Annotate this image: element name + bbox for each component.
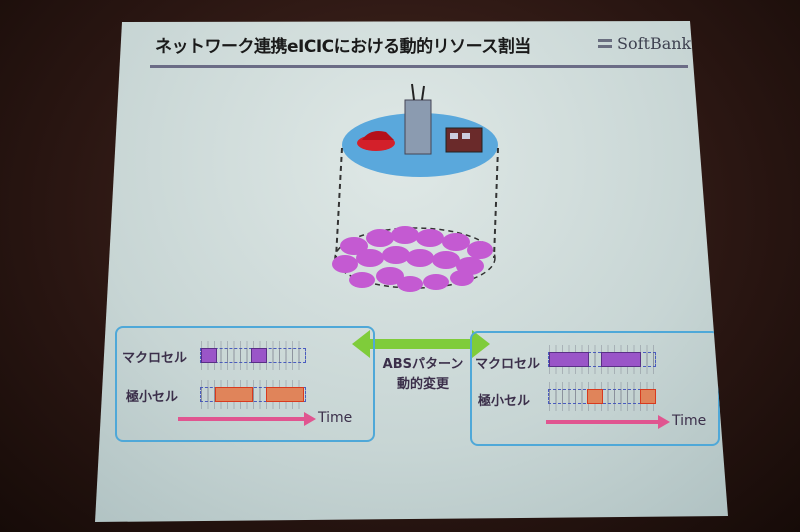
small-cell-subframe bbox=[215, 387, 253, 402]
time-arrow-icon bbox=[546, 415, 670, 429]
small-cell-subframe bbox=[640, 389, 656, 404]
macro-subframe bbox=[251, 348, 267, 363]
time-label: Time bbox=[672, 413, 707, 429]
title-divider bbox=[150, 65, 688, 68]
small-cell-subframe bbox=[587, 389, 603, 404]
small-cell-label: 極小セル bbox=[478, 394, 531, 409]
macro-subframe bbox=[601, 352, 641, 367]
time-label: Time bbox=[318, 410, 353, 426]
train-icon bbox=[445, 127, 483, 153]
time-arrow-icon bbox=[178, 412, 316, 426]
softbank-logo: SoftBank bbox=[598, 34, 691, 53]
macro-timeline bbox=[548, 345, 656, 374]
macro-subframe bbox=[201, 348, 217, 363]
car-icon bbox=[357, 131, 395, 151]
before-timing-panel bbox=[115, 326, 375, 442]
caption-line-2: 動的変更 bbox=[396, 377, 449, 392]
small-cell-label: 極小セル bbox=[126, 390, 179, 405]
small-cell-subframe bbox=[266, 387, 304, 402]
building-icon bbox=[404, 83, 432, 155]
small-cell-timeline bbox=[200, 380, 306, 409]
caption-line-1: ABSパターン bbox=[382, 357, 464, 372]
macro-cell-label: マクロセル bbox=[475, 357, 541, 372]
logo-text: SoftBank bbox=[617, 34, 692, 53]
logo-mark-icon bbox=[598, 39, 612, 48]
small-cells bbox=[332, 226, 493, 292]
abs-pattern-caption: ABSパターン 動的変更 bbox=[373, 355, 473, 395]
macro-subframe bbox=[549, 352, 589, 367]
macro-cell-label: マクロセル bbox=[122, 351, 188, 366]
slide-title: ネットワーク連携eICICにおける動的リソース割当 bbox=[155, 37, 531, 57]
macro-timeline bbox=[200, 341, 306, 370]
small-cell-timeline bbox=[548, 382, 656, 411]
